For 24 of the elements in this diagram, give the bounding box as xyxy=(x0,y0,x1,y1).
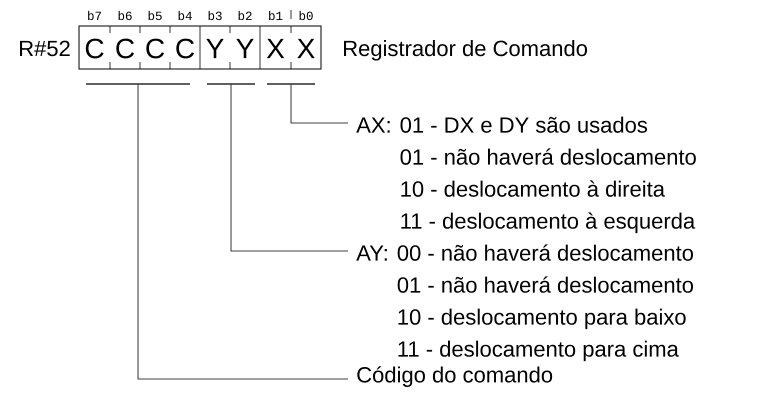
bit-label: b7 xyxy=(88,10,102,20)
bit-label: b2 xyxy=(238,10,252,20)
register-cell: C xyxy=(86,38,104,58)
register-label: R#52 xyxy=(20,40,70,56)
leader-line xyxy=(290,84,348,124)
leader-line xyxy=(230,84,348,252)
register-cell: C xyxy=(176,38,194,58)
bit-label: b0 xyxy=(300,10,313,20)
leader-line xyxy=(138,84,348,380)
bit-label: b3 xyxy=(208,10,222,20)
register-cell: C xyxy=(146,38,164,58)
annotation-text: AX: 01 - DX e DY são usados 01 - não haverá deslocamento 10 - deslocamento à direita 11 - deslocamento à esquerda xyxy=(356,116,696,234)
bit-label: b5 xyxy=(148,10,162,20)
register-cell: Y xyxy=(236,38,254,58)
register-name: Registrador de Comando xyxy=(344,40,588,61)
bit-label: b6 xyxy=(118,10,132,20)
register-cell: X xyxy=(297,38,315,58)
bit-label: b1 xyxy=(269,10,282,20)
annotation-text: Código do comando xyxy=(357,366,552,387)
register-cell: C xyxy=(116,38,134,58)
register-cell: X xyxy=(266,38,284,58)
bit-label: b4 xyxy=(178,10,192,20)
annotation-text: AY: 00 - não haverá deslocamento 01 - não haverá deslocamento 10 - deslocamento para baixo 11 - deslocamento para cima xyxy=(356,244,694,362)
register-cell: Y xyxy=(206,38,224,58)
